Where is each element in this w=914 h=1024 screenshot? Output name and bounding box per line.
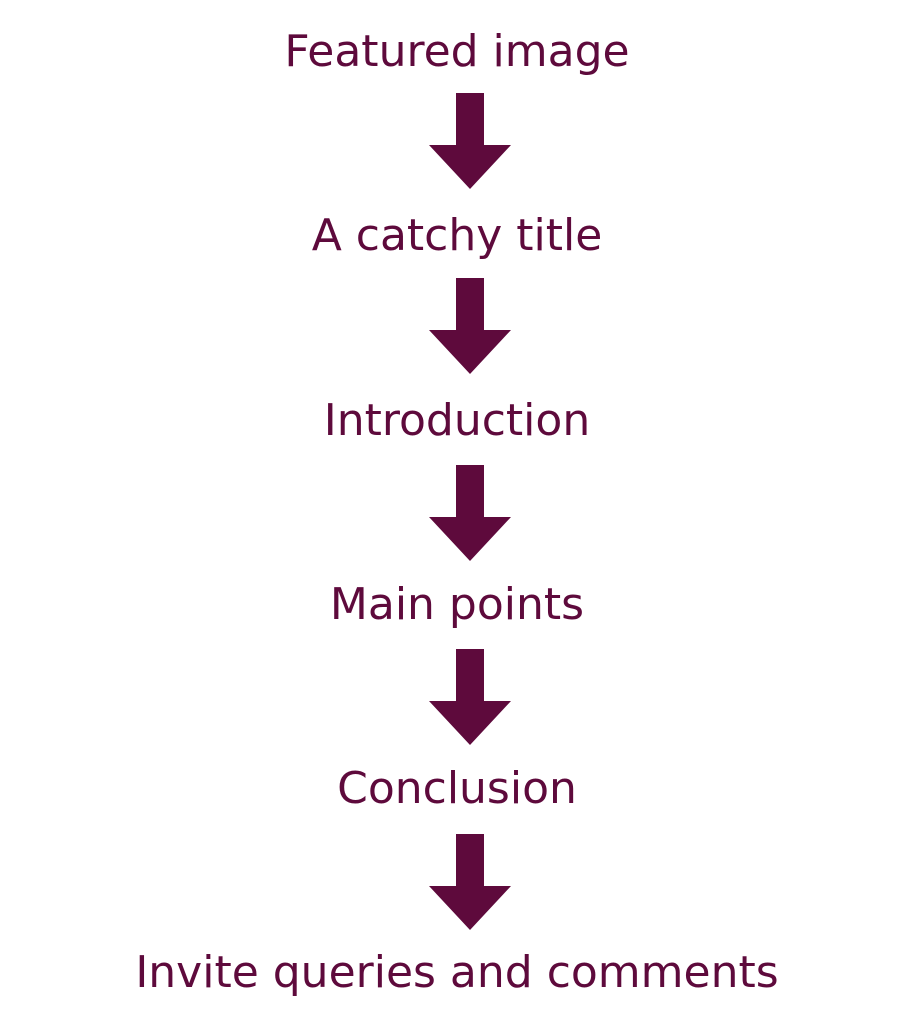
step-invite-queries: Invite queries and comments	[135, 947, 779, 998]
down-arrow-icon	[429, 834, 511, 930]
step-main-points: Main points	[329, 579, 585, 630]
down-arrow-icon	[429, 649, 511, 745]
step-catchy-title: A catchy title	[311, 210, 603, 261]
step-featured-image: Featured image	[284, 26, 630, 77]
down-arrow-icon	[429, 465, 511, 561]
down-arrow-icon	[429, 278, 511, 374]
step-introduction: Introduction	[323, 395, 591, 446]
step-conclusion: Conclusion	[337, 763, 577, 814]
down-arrow-icon	[429, 93, 511, 189]
